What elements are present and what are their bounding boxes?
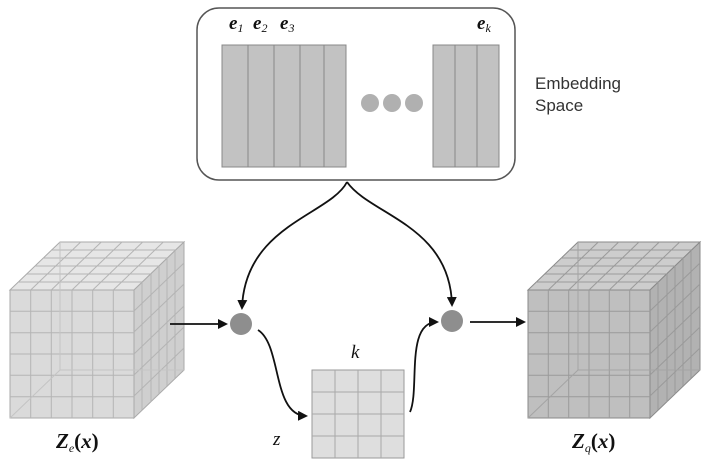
latent-grid-k-label: k xyxy=(351,342,360,363)
encoder-output-label: Ze(x) xyxy=(56,429,99,455)
arrow-embedding-to-right-node xyxy=(346,181,457,307)
arrow-left-node-to-grid xyxy=(257,329,308,421)
encoder-output-cube xyxy=(8,240,186,420)
embedding-vector-label-3: e3 xyxy=(280,13,295,35)
embedding-vector-label-1: e1 xyxy=(229,13,244,35)
arrow-embedding-to-left-node xyxy=(237,181,348,310)
lookup-node-right xyxy=(441,310,463,332)
quantized-output-label: Zq(x) xyxy=(572,429,616,455)
ellipsis-dots xyxy=(361,94,423,112)
quantized-output-cube xyxy=(526,240,702,420)
latent-z-label: z xyxy=(273,429,281,450)
arrow-grid-to-right-node xyxy=(409,317,439,413)
embedding-space-label: Embedding Space xyxy=(535,74,622,115)
embedding-columns-left xyxy=(221,44,347,168)
latent-grid xyxy=(311,369,405,459)
embedding-vector-label-2: e2 xyxy=(253,13,268,35)
embedding-columns-right xyxy=(432,44,500,168)
nearest-neighbor-node-left xyxy=(230,313,252,335)
embedding-vector-label-k: ek xyxy=(477,13,491,35)
